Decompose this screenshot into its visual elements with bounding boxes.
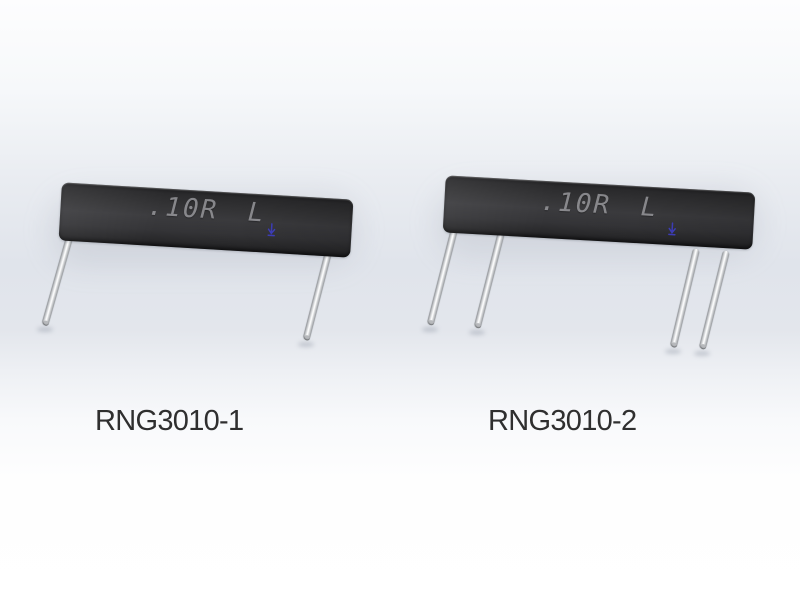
body-marking-text: .10R L bbox=[539, 186, 660, 224]
lead-pin bbox=[41, 233, 74, 327]
lead-tip-shadow bbox=[665, 349, 681, 354]
resistor-body: .10R L bbox=[58, 182, 354, 258]
soft-shadow bbox=[438, 190, 758, 256]
soft-shadow bbox=[52, 196, 356, 264]
product-label: RNG3010-2 bbox=[488, 405, 637, 437]
lead-pin bbox=[426, 228, 458, 326]
resistor-body: .10R L bbox=[442, 175, 756, 250]
lead-tip-shadow bbox=[422, 327, 438, 332]
lead-tip-shadow bbox=[298, 342, 314, 347]
product-label: RNG3010-1 bbox=[95, 405, 244, 437]
body-marking-text: .10R L bbox=[146, 191, 267, 229]
lead-tip-shadow bbox=[37, 327, 53, 332]
lead-pin bbox=[669, 248, 700, 349]
lead-pin bbox=[473, 231, 505, 329]
lead-tip-shadow bbox=[469, 330, 485, 335]
origin-marker-icon bbox=[668, 222, 676, 236]
lead-pin bbox=[698, 250, 730, 350]
lead-pin bbox=[302, 251, 332, 342]
lead-tip-shadow bbox=[694, 351, 710, 356]
origin-marker-icon bbox=[267, 223, 276, 237]
